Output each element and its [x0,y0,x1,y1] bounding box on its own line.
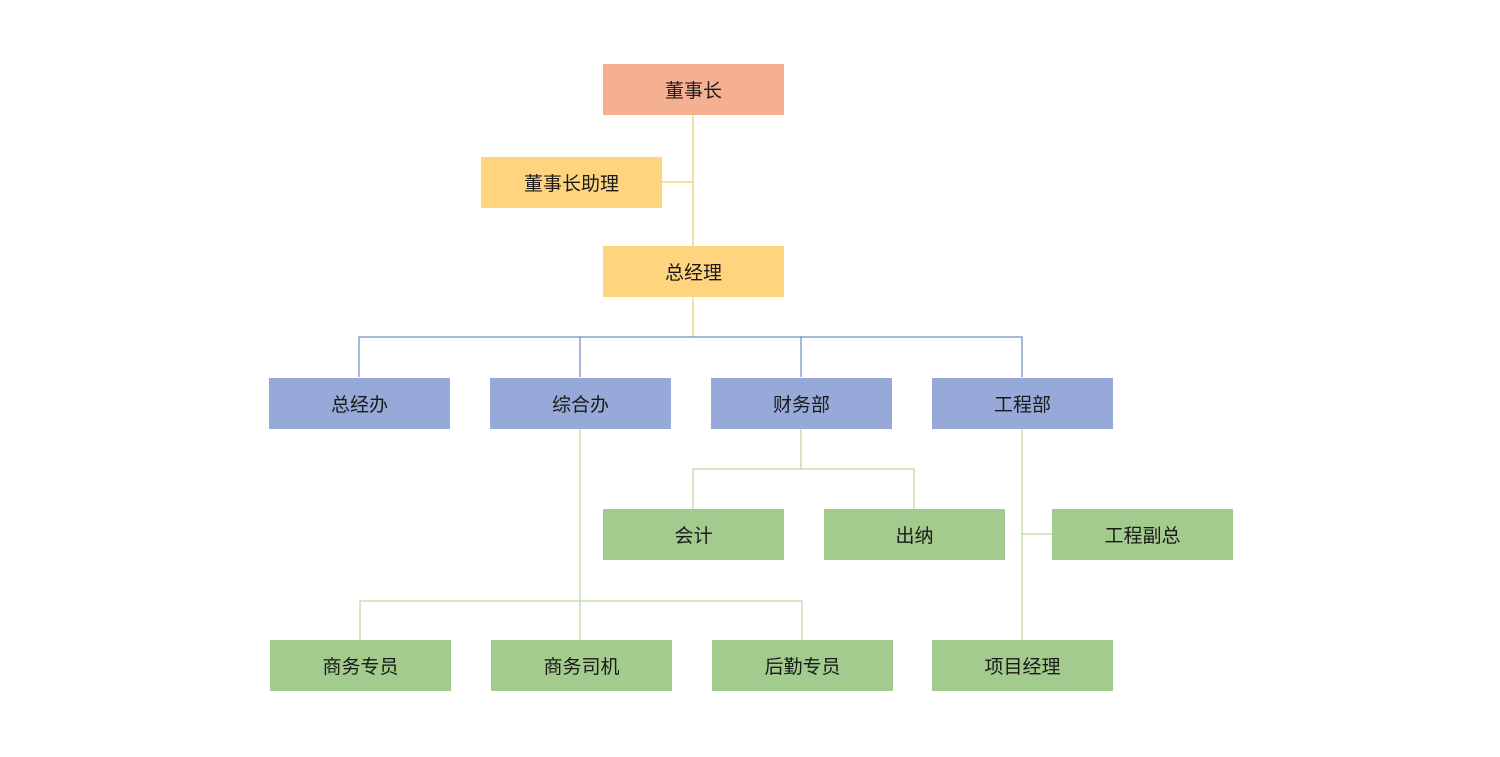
node-finance-dept: 财务部 [711,378,892,429]
node-gm-office: 总经办 [269,378,450,429]
node-logistics-specialist: 后勤专员 [712,640,893,691]
node-business-driver: 商务司机 [491,640,672,691]
node-cashier: 出纳 [824,509,1005,560]
node-engineering-dept: 工程部 [932,378,1113,429]
connector-departments [358,336,1023,377]
node-business-specialist: 商务专员 [270,640,451,691]
node-deputy-engineering: 工程副总 [1052,509,1233,560]
node-accountant: 会计 [603,509,784,560]
connector-finance [692,429,915,509]
node-project-manager: 项目经理 [932,640,1113,691]
node-chairman-assistant: 董事长助理 [481,157,662,208]
node-chairman: 董事长 [603,64,784,115]
node-general-manager: 总经理 [603,246,784,297]
connector-engineering [1021,429,1052,640]
connector-general-office [359,429,803,640]
node-general-office: 综合办 [490,378,671,429]
